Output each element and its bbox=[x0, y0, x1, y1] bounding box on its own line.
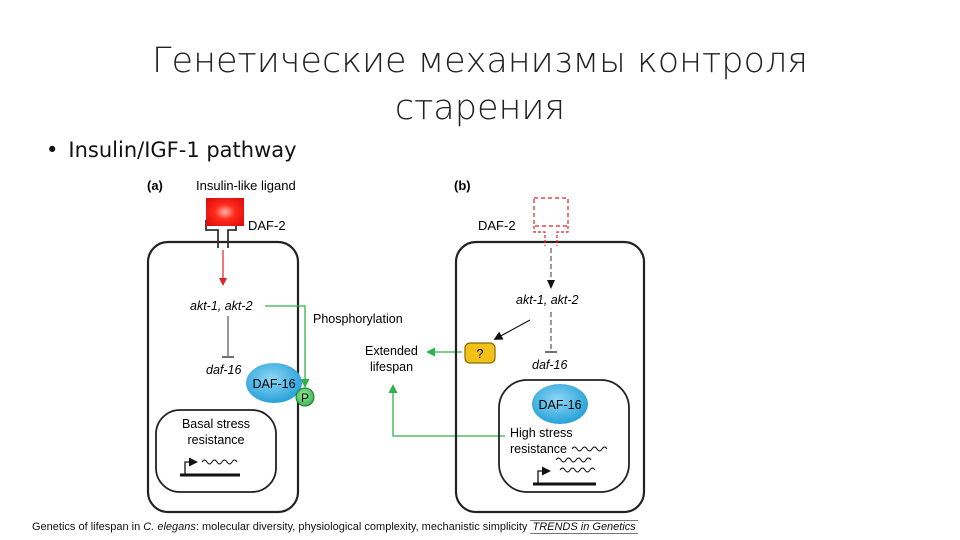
panel-a-nucleus bbox=[155, 409, 277, 493]
panel-b-receptor-label: DAF-2 bbox=[478, 218, 516, 233]
unknown-factor-label: ? bbox=[477, 347, 484, 361]
panel-b-daf2-receptor bbox=[533, 226, 569, 246]
panel-a-ligand bbox=[206, 198, 244, 226]
panel-a-daf16-protein bbox=[246, 363, 302, 403]
panel-a-gene-promoter bbox=[180, 457, 240, 477]
panel-b-nucleus bbox=[498, 379, 630, 493]
bullet-dot-icon: • bbox=[46, 138, 59, 162]
slide-title: Генетические механизмы контроля старения bbox=[80, 38, 880, 132]
panel-b-gene-label: daf-16 bbox=[532, 358, 567, 372]
panel-a-label: (a) bbox=[147, 178, 163, 193]
panel-b-stress-line-2: resistance bbox=[510, 442, 567, 456]
caption-species: C. elegans bbox=[143, 521, 196, 533]
panel-a-stress-line-2: resistance bbox=[188, 433, 245, 447]
panel-b-protein-label: DAF-16 bbox=[538, 398, 581, 412]
panel-b-gene-promoter bbox=[533, 446, 608, 486]
panel-b-daf16-protein bbox=[532, 384, 588, 424]
panel-a-kinases: akt-1, akt-2 bbox=[190, 299, 253, 313]
slide-title-line-2: старения bbox=[394, 88, 566, 128]
panel-a-protein-label: DAF-16 bbox=[252, 377, 295, 391]
lifespan-line-2: lifespan bbox=[370, 360, 413, 374]
lifespan-line-1: Extended bbox=[365, 344, 418, 358]
panel-a-gene-label: daf-16 bbox=[206, 363, 241, 377]
panel-a-stress-line-1: Basal stress bbox=[182, 417, 250, 431]
panel-a-phosphorylation-arrow bbox=[265, 305, 310, 388]
panel-a-phospho-label: P bbox=[301, 391, 309, 405]
panel-b-kinases: akt-1, akt-2 bbox=[516, 293, 579, 307]
unknown-factor-box bbox=[464, 342, 496, 364]
bullet-text: Insulin/IGF-1 pathway bbox=[68, 138, 297, 162]
panel-b-stress-line-1: High stress bbox=[510, 426, 573, 440]
phosphorylation-label: Phosphorylation bbox=[313, 312, 403, 326]
stress-to-lifespan-arrow bbox=[388, 384, 505, 437]
caption-text-after: : molecular diversity, physiological com… bbox=[195, 521, 528, 533]
panel-b-absent-ligand bbox=[533, 197, 569, 227]
journal-name: TRENDS in Genetics bbox=[530, 520, 638, 534]
caption-text-before: Genetics of lifespan in bbox=[32, 521, 144, 533]
panel-b-cell bbox=[454, 240, 646, 514]
bullet-item: • Insulin/IGF-1 pathway bbox=[46, 138, 297, 162]
panel-a-phospho-marker bbox=[295, 387, 315, 407]
panel-a-receptor-label: DAF-2 bbox=[248, 218, 286, 233]
figure-caption: Genetics of lifespan in C. elegans: mole… bbox=[32, 520, 638, 534]
panel-b-arrowhead bbox=[547, 280, 555, 289]
panel-a-ligand-label: Insulin-like ligand bbox=[196, 178, 296, 193]
panel-b-label: (b) bbox=[454, 178, 471, 193]
panel-b-kinase-to-unknown-arrow bbox=[493, 319, 531, 340]
slide-title-line-1: Генетические механизмы контроля bbox=[152, 41, 808, 81]
